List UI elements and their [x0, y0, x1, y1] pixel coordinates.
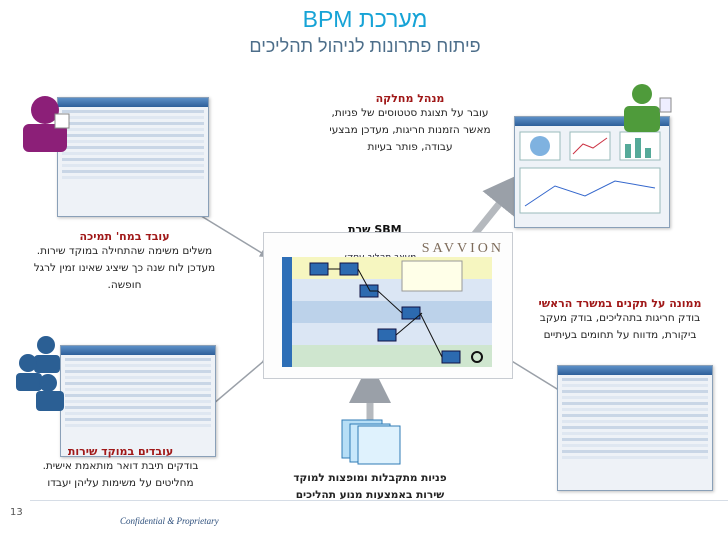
inquiries-line-1: פניות מתקבלות ומופצות למוקד: [293, 472, 447, 484]
confidential-notice: Confidential & Proprietary: [120, 516, 219, 526]
footer-divider: [30, 500, 728, 501]
audit-report-screenshot: [557, 365, 713, 491]
standards-officer-title: ממונה על תקנים במשרד הראשי: [538, 297, 702, 310]
page-title: מערכת BPM: [302, 6, 428, 32]
standards-officer-line-1: בודק חריגות בתהליכים, בודק מעקב: [539, 312, 701, 324]
standards-officer-block: ממונה על תקנים במשרד הראשי בודק חריגות ב…: [520, 297, 720, 344]
support-worker-title: עובד במח' תמיכה: [79, 230, 170, 243]
service-center-title: עובדים במוקד שירות: [67, 445, 174, 458]
dashboard-screenshot: [514, 116, 670, 228]
server-panel: SAVVION מעצב תהליך עסקי: [263, 232, 513, 379]
inquiries-block: פניות מתקבלות ומופצות למוקד שירות באמצעו…: [272, 470, 468, 504]
person-magenta-icon: [23, 96, 70, 152]
inquiries-line-2: שירות באמצעות מנוע תהליכים: [295, 489, 445, 501]
support-worker-line-3: חופשה.: [107, 279, 142, 291]
service-center-block: עובדים במוקד שירות בודקים תיבת דואר מותא…: [28, 445, 213, 492]
page-subtitle: פיתוח פתרונות לניהול תהליכים: [249, 36, 481, 56]
support-app-screenshot: [57, 97, 209, 217]
dashboard-charts-icon: [519, 131, 661, 214]
department-manager-title: מנהל מחלקה: [375, 92, 445, 105]
process-diagram: [282, 257, 492, 367]
arrow-manager-to-server: [467, 171, 526, 243]
service-center-line-1: בודקים תיבת דואר מותאמת אישית.: [42, 460, 199, 472]
service-center-line-2: מחליטים על משימות עליהן יעבדו: [47, 477, 194, 489]
brand-logo: SAVVION: [421, 241, 504, 256]
department-manager-line-2: מאשר הזמנות חריגות, מעדכן מבצעי: [329, 124, 491, 136]
people-blue-icon: [16, 336, 64, 411]
person-green-icon: [624, 84, 672, 132]
support-worker-block: עובד במח' תמיכה משלים משימה שהתחילה במוק…: [22, 230, 227, 294]
standards-officer-line-2: ביקורת, מדווח על תחומים בעיתיים: [543, 329, 697, 341]
department-manager-block: מנהל מחלקה עובר על תצוגת סטטוסים של פניו…: [320, 92, 500, 156]
documents-stack-icon: [341, 419, 401, 465]
inbox-screenshot: [60, 345, 216, 457]
department-manager-line-3: עבודה, פותר בעיות: [367, 141, 453, 153]
department-manager-line-1: עובר על תצוגת סטטוסים של פניות,: [331, 107, 489, 119]
page-number: 13: [10, 507, 23, 518]
support-worker-line-1: משלים משימה שהתחילה במוקד שירות.: [36, 245, 213, 257]
support-worker-line-2: מעדכן לוח שנה כך שיציג שאינו זמין לרגל: [33, 262, 216, 274]
